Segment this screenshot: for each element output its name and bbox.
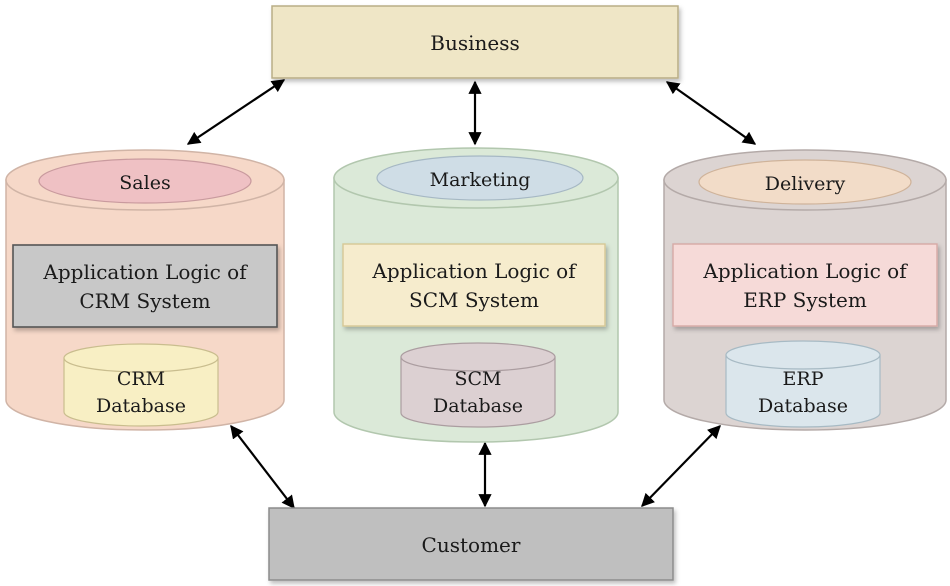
system-delivery: Delivery Application Logic of ERP System… [663,149,947,431]
scm-app-logic-line2: SCM System [409,288,539,312]
crm-app-logic-line1: Application Logic of [42,260,248,284]
scm-app-logic-line1: Application Logic of [371,259,577,283]
crm-database-top [63,343,219,373]
erp-database-line2: Database [758,395,848,417]
system-sales: Sales Application Logic of CRM System CR… [5,149,285,431]
system-marketing: Marketing Application Logic of SCM Syste… [333,147,619,443]
connectors [186,79,757,510]
arrow-sales-customer [230,424,295,510]
scm-database-body [400,356,556,428]
scm-database-line2: Database [433,395,523,417]
business-box: Business [271,5,679,79]
customer-label: Customer [422,533,521,557]
arrow-business-sales [186,79,286,145]
erp-database-body [725,354,881,428]
crm-database-body [63,357,219,427]
arrow-business-delivery [665,81,757,145]
scm-database-top [400,342,556,372]
erp-database-top [725,340,881,370]
crm-app-logic-box [12,244,278,328]
erp-app-logic-box [672,243,938,327]
business-label: Business [430,31,519,55]
erp-database-line1: ERP [783,368,824,390]
crm-database-line1: CRM [117,368,165,390]
erp-app-logic-line1: Application Logic of [702,259,908,283]
sales-department-ellipse [38,158,252,204]
customer-box: Customer [268,507,674,581]
sales-department-label: Sales [119,172,170,194]
delivery-department-ellipse [698,159,912,205]
delivery-department-label: Delivery [765,173,846,195]
scm-app-logic-box [342,243,606,327]
erp-app-logic-line2: ERP System [743,288,867,312]
arrow-delivery-customer [641,425,721,507]
scm-database-line1: SCM [454,368,501,390]
marketing-department-ellipse [376,155,584,201]
crm-database-line2: Database [96,395,186,417]
crm-app-logic-line2: CRM System [79,289,210,313]
marketing-department-label: Marketing [430,169,531,191]
